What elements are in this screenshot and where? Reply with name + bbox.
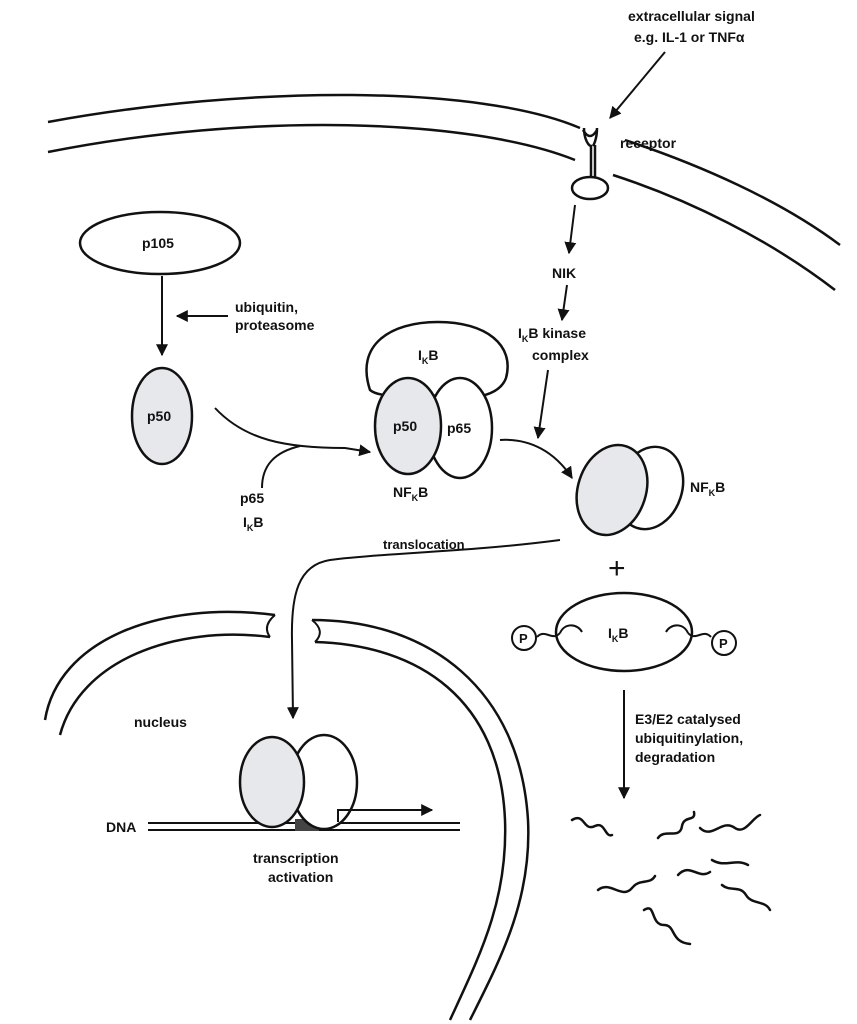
p105-label: p105	[142, 235, 174, 251]
nik-to-ikk-arrow	[557, 284, 570, 322]
nucleus-envelope-inner-left	[58, 633, 271, 736]
ikb-phospho-notch-left	[559, 624, 583, 634]
receptor-to-nik-arrow	[564, 204, 577, 255]
degradation-label-line2: ubiquitinylation,	[635, 730, 743, 746]
nuclear-pore-right	[311, 619, 321, 643]
signal-label-line2: e.g. IL-1 or TNFα	[634, 29, 745, 45]
receptor-icon	[570, 127, 610, 201]
signal-label-line1: extracellular signal	[628, 8, 755, 24]
ikk-label-line1: IKB kinase	[518, 325, 586, 344]
degraded-fragments-icon	[570, 810, 772, 946]
nucleus-envelope-outer-left	[43, 610, 276, 721]
phosphate-left-label: P	[519, 631, 528, 646]
nfkb-dna-p50-ellipse	[238, 735, 306, 829]
nuclear-pore-left	[265, 614, 276, 638]
phosphate-left-icon	[511, 625, 537, 651]
nfkb-free-label: NFKB	[690, 479, 725, 498]
degradation-label-line3: degradation	[635, 749, 715, 765]
cell-membrane-inner-right	[612, 173, 836, 291]
nucleus-envelope-inner-right	[314, 640, 507, 1021]
receptor-label: receptor	[620, 135, 677, 151]
phospho-link-left	[536, 632, 561, 638]
cell-membrane-outer-right	[624, 138, 841, 247]
p65-bound-label: p65	[447, 420, 471, 436]
nfkb-free-p50-ellipse	[575, 443, 649, 537]
translocation-label: translocation	[383, 537, 465, 552]
phosphate-right-label: P	[719, 636, 728, 651]
ikb-phospho-label: IKB	[608, 625, 629, 644]
ubiquitin-label-line1: ubiquitin,	[235, 299, 298, 315]
dna-label: DNA	[106, 819, 136, 835]
p50-ellipse	[130, 366, 194, 466]
ikb-bound-label: IKB	[418, 347, 439, 366]
ubiquitin-label-line2: proteasome	[235, 317, 315, 333]
p50-bound-ellipse	[373, 376, 443, 476]
ikb-phospho-ellipse	[554, 591, 694, 673]
p65-join-label: p65	[240, 490, 264, 506]
nucleus-envelope-outer-right	[311, 618, 530, 1021]
transcription-label-line2: activation	[268, 869, 333, 885]
ikk-label-line2: complex	[532, 347, 589, 363]
translocation-arrow	[286, 539, 561, 720]
p105-ellipse	[78, 210, 242, 276]
cell-membrane-outer	[47, 93, 581, 130]
p65-ikb-join-line	[261, 445, 301, 489]
cell-membrane-inner	[47, 123, 576, 162]
p50-to-complex-arrow	[214, 407, 372, 457]
ikb-join-label: IKB	[243, 514, 264, 533]
degradation-label-line1: E3/E2 catalysed	[635, 711, 741, 727]
phospho-link-right	[687, 632, 712, 638]
transcription-label-line1: transcription	[253, 850, 339, 866]
ikb-phospho-notch-right	[665, 624, 689, 634]
signal-arrow	[609, 51, 666, 119]
ikk-arrow	[533, 369, 549, 440]
p50-bound-label: p50	[393, 418, 417, 434]
nfkb-bound-label: NFKB	[393, 484, 428, 503]
phosphate-right-icon	[711, 630, 737, 656]
nik-label: NIK	[552, 265, 576, 281]
nucleus-label: nucleus	[134, 714, 187, 730]
complex-to-nfkb-arrow	[499, 438, 573, 480]
plus-sign: +	[608, 552, 626, 585]
p50-label: p50	[147, 408, 171, 424]
transcription-start-arrow	[337, 804, 434, 822]
